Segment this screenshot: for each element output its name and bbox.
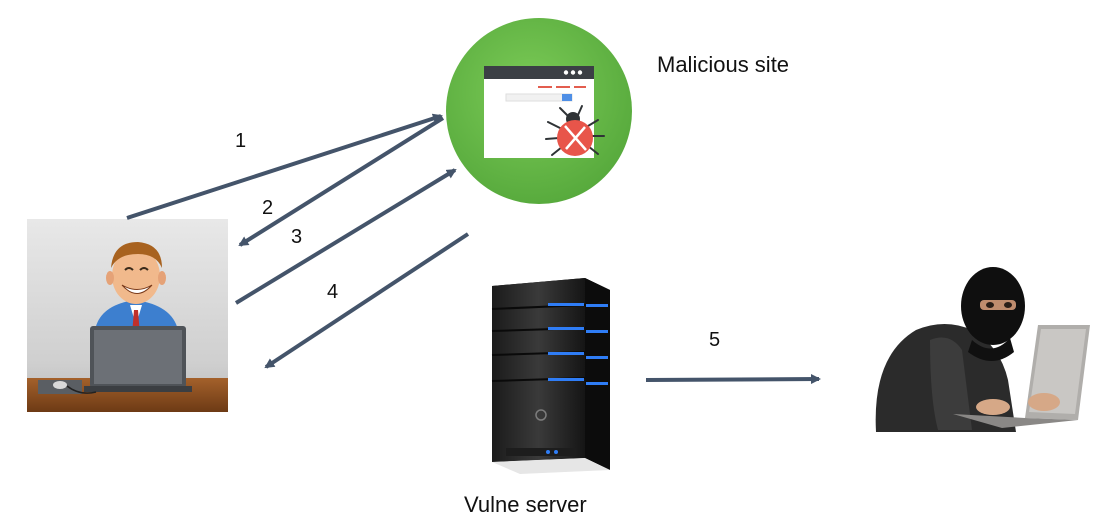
malicious-site-node [446, 18, 632, 204]
vulne-server-label: Vulne server [464, 492, 587, 517]
malicious-site-label: Malicious site [657, 52, 789, 77]
hooded-hacker-icon [875, 267, 1090, 432]
step-label-3: 3 [291, 226, 302, 248]
step-label-5: 5 [709, 329, 720, 351]
arrow-step-4 [264, 232, 470, 369]
arrow-step-5 [645, 374, 821, 385]
step-label-4: 4 [327, 281, 338, 303]
step-label-2: 2 [262, 197, 273, 219]
user-at-laptop-icon [27, 219, 228, 412]
arrow-step-2 [238, 116, 445, 247]
arrow-step-1 [126, 113, 443, 220]
malicious-website-bug-icon [484, 66, 605, 158]
arrow-step-3 [234, 168, 457, 305]
server-tower-icon [491, 278, 610, 474]
step-label-1: 1 [235, 130, 246, 152]
